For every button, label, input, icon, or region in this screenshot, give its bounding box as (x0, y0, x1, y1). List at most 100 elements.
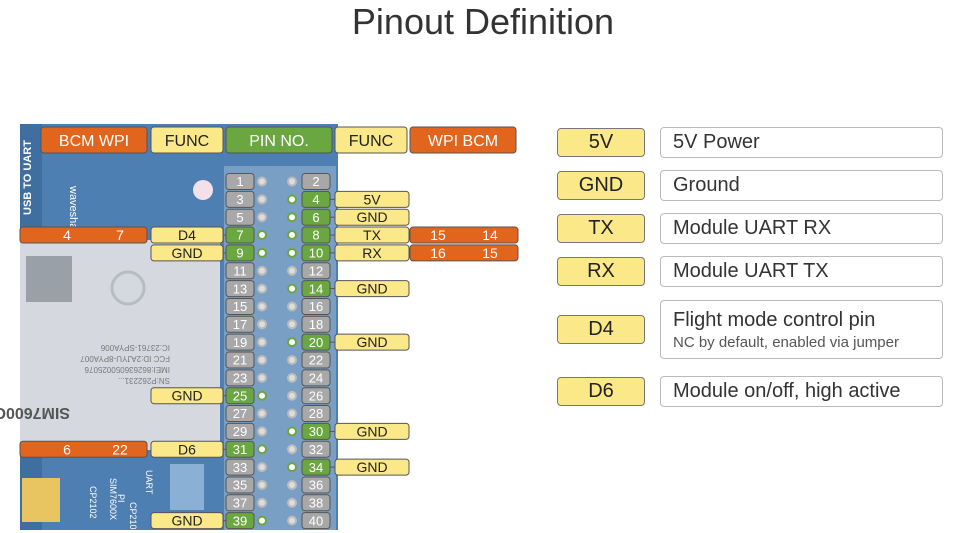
pin-24: 24 (309, 371, 323, 386)
pin-27-dot (257, 408, 267, 419)
legend-desc-text: Module UART TX (673, 260, 829, 282)
header-0: BCM WPI (59, 133, 129, 150)
pin-15-dot (257, 301, 267, 312)
pin-13-box (225, 280, 255, 298)
pin-22-box (301, 351, 331, 369)
pin-9-dot (257, 247, 267, 258)
pin-15-box (225, 297, 255, 315)
left-bcm: 6 (63, 441, 71, 457)
legend-desc-text: Ground (673, 174, 740, 196)
pin-11: 11 (233, 263, 247, 278)
pin-7: 7 (236, 228, 243, 243)
qr-code-icon (26, 256, 72, 302)
legend-desc-rx: Module UART TX (660, 256, 943, 287)
pin-34-dot (287, 462, 297, 473)
pin-25: 25 (233, 388, 247, 403)
pin-9: 9 (236, 246, 243, 261)
pin-5-dot (257, 212, 267, 223)
pin-37: 37 (233, 495, 247, 510)
pin-23-box (225, 369, 255, 387)
pin-35-box (225, 476, 255, 494)
board-silk-label: PI (116, 494, 126, 503)
left-func-D4: D4 (178, 227, 196, 243)
legend-key-rx: RX (557, 257, 645, 286)
legend-desc-text: 5V Power (673, 131, 760, 153)
right-func-5V: 5V (363, 191, 381, 207)
pin-32-dot (287, 444, 297, 455)
module-logo-icon (110, 270, 146, 306)
legend-key-d6: D6 (557, 377, 645, 406)
right-func-GND: GND (356, 334, 387, 350)
pin-15: 15 (233, 299, 247, 314)
pin-12-box (301, 262, 331, 280)
right-func-GND-box (334, 422, 410, 440)
page-title: Pinout Definition (351, 1, 615, 42)
pin-33-dot (257, 462, 267, 473)
usb-uart-label: USB TO UART (22, 140, 34, 215)
pin-3-box (225, 190, 255, 208)
pin-25-dot (257, 390, 267, 401)
pin-22: 22 (309, 353, 323, 368)
pin-33-box (225, 458, 255, 476)
header-2: PIN NO. (249, 133, 309, 150)
switch-icon (22, 478, 60, 522)
pin-39-dot (257, 515, 267, 526)
pin-37-dot (257, 497, 267, 508)
pin-23: 23 (233, 371, 247, 386)
module-name-label: SIM7600G (0, 404, 70, 421)
legend-desc-text: Flight mode control pin (673, 308, 876, 331)
right-func-GND-box (334, 458, 410, 476)
left-func-GND-box (150, 512, 224, 530)
pin-33: 33 (233, 460, 247, 475)
brand-label: waveshare (67, 185, 79, 239)
left-func-D6-box (150, 440, 224, 458)
legend-desc-d6: Module on/off, high active (660, 376, 943, 407)
pin-21-dot (257, 355, 267, 365)
pin-2-dot (287, 176, 297, 187)
left-func-D6: D6 (178, 441, 196, 457)
pin-12: 12 (309, 263, 323, 278)
pin-31-dot (257, 444, 267, 455)
pin-20-dot (287, 337, 297, 348)
pin-3: 3 (236, 192, 243, 207)
pin-22-dot (287, 355, 297, 365)
pin-11-box (225, 262, 255, 280)
pin-12-dot (287, 265, 297, 276)
pin-38: 38 (309, 495, 323, 510)
pin-18-dot (287, 319, 297, 330)
pin-13: 13 (233, 281, 247, 296)
pin-16: 16 (309, 299, 323, 314)
pin-28-box (301, 405, 331, 423)
pin-6-dot (287, 212, 297, 223)
legend-desc-d4: Flight mode control pin NC by default, en… (660, 300, 943, 359)
pin-17-box (225, 315, 255, 333)
legend-desc-gnd: Ground (660, 170, 943, 201)
legend-desc-subtext: NC by default, enabled via jumper (673, 333, 899, 351)
left-wpi: 7 (116, 227, 124, 243)
pin-7-dot (257, 230, 267, 241)
right-bcm-wpi-box (409, 226, 519, 244)
pin-11-dot (257, 265, 267, 276)
pin-2-box (301, 173, 331, 190)
right-bcm: 15 (482, 245, 498, 261)
right-func-TX-box (334, 226, 410, 244)
pin-40-box (301, 512, 331, 530)
pin-40: 40 (309, 513, 323, 528)
right-func-5V-box (334, 190, 410, 208)
right-func-GND-box (334, 333, 410, 351)
header-2-box (225, 126, 333, 154)
header-3: FUNC (349, 133, 393, 150)
pin-24-dot (287, 372, 297, 383)
pin-4-dot (287, 194, 297, 205)
legend-key-gnd: GND (557, 171, 645, 200)
legend-desc-5v: 5V Power (660, 127, 943, 158)
pin-16-dot (287, 301, 297, 312)
pin-29-dot (257, 426, 267, 437)
pin-39: 39 (233, 513, 247, 528)
pin-13-dot (257, 283, 267, 294)
pin-header: 1357911131517192123252729313335373924681… (225, 173, 331, 530)
pin-36-dot (287, 479, 297, 490)
pin-5: 5 (236, 210, 243, 225)
